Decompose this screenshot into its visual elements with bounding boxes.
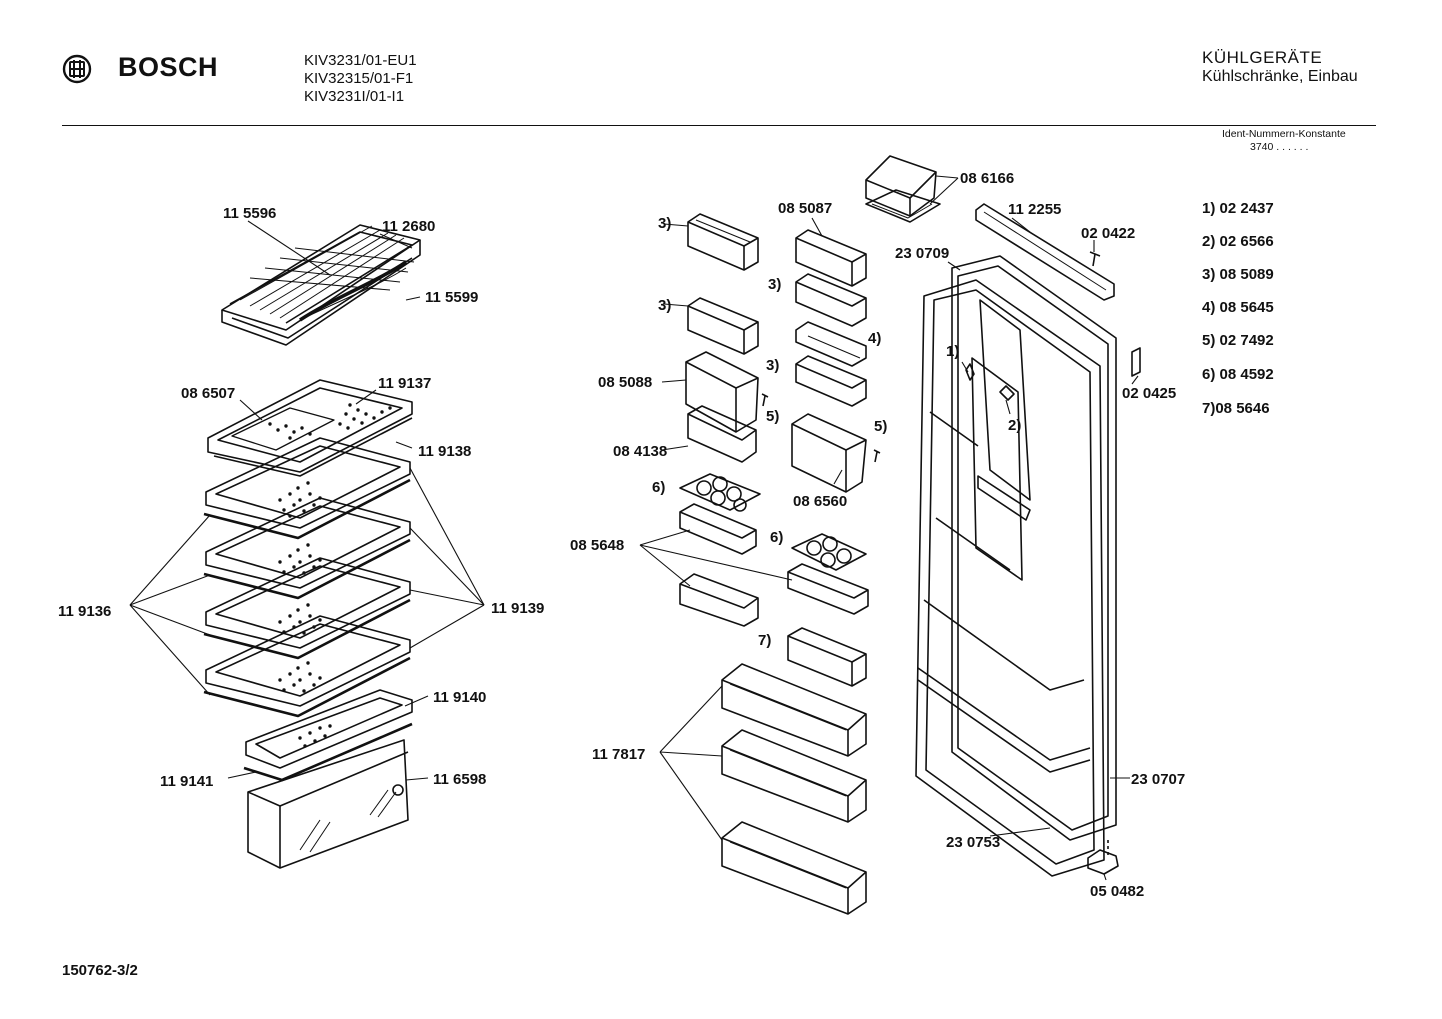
bosch-logo-icon bbox=[62, 54, 92, 84]
callout-6-b: 6) bbox=[770, 529, 784, 546]
callout-3-b: 3) bbox=[768, 276, 782, 293]
part-label-050482: 05 0482 bbox=[1090, 883, 1145, 900]
model-number-1: KIV3231/01-EU1 bbox=[304, 52, 417, 69]
legend-value: 08 4592 bbox=[1219, 366, 1274, 383]
legend-key: 7) bbox=[1202, 400, 1216, 417]
part-label-020425: 02 0425 bbox=[1122, 385, 1177, 402]
leader-lines-middle bbox=[639, 175, 959, 841]
part-label-115599: 11 5599 bbox=[425, 289, 479, 306]
legend-key: 5) bbox=[1202, 332, 1216, 349]
door-panel-illustration bbox=[915, 203, 1141, 877]
part-label-119140: 11 9140 bbox=[433, 689, 487, 706]
part-label-085088: 08 5088 bbox=[598, 374, 653, 391]
part-label-112680: 11 2680 bbox=[382, 218, 436, 235]
callout-3-c: 3) bbox=[658, 297, 672, 314]
legend-value: 08 5645 bbox=[1219, 299, 1274, 316]
legend-key: 4) bbox=[1202, 299, 1216, 316]
legend-row-4: 4) 08 5645 bbox=[1202, 299, 1274, 316]
model-number-2: KIV32315/01-F1 bbox=[304, 70, 414, 87]
callout-7: 7) bbox=[758, 632, 772, 649]
callout-6-a: 6) bbox=[652, 479, 666, 496]
wire-shelf-illustration bbox=[221, 224, 421, 346]
part-label-086507: 08 6507 bbox=[181, 385, 236, 402]
part-label-020422: 02 0422 bbox=[1081, 225, 1136, 242]
part-label-115596: 11 5596 bbox=[223, 205, 277, 222]
legend-row-3: 3) 08 5089 bbox=[1202, 266, 1274, 283]
category-subtitle: Kühlschränke, Einbau bbox=[1202, 68, 1358, 85]
legend-value: 08 5646 bbox=[1215, 400, 1270, 417]
callout-3-d: 3) bbox=[766, 357, 780, 374]
part-label-119137: 11 9137 bbox=[378, 375, 432, 392]
leader-lines-left bbox=[129, 220, 485, 781]
callout-2: 2) bbox=[1008, 417, 1022, 434]
part-label-086166: 08 6166 bbox=[960, 170, 1015, 187]
model-number-3: KIV3231I/01-I1 bbox=[304, 88, 405, 105]
legend-row-5: 5) 02 7492 bbox=[1202, 332, 1274, 349]
legend-row-6: 6) 08 4592 bbox=[1202, 366, 1274, 383]
ident-label: Ident-Nummern-Konstante bbox=[1222, 128, 1346, 140]
legend-row-1: 1) 02 2437 bbox=[1202, 200, 1274, 217]
part-label-119139: 11 9139 bbox=[491, 600, 545, 617]
callout-3-a: 3) bbox=[658, 215, 672, 232]
part-label-230753: 23 0753 bbox=[946, 834, 1001, 851]
part-label-119136: 11 9136 bbox=[58, 603, 112, 620]
callout-5-b: 5) bbox=[874, 418, 888, 435]
part-label-085648: 08 5648 bbox=[570, 537, 625, 554]
part-label-230709: 23 0709 bbox=[895, 245, 950, 262]
legend-value: 02 6566 bbox=[1219, 233, 1274, 250]
legend-value: 02 7492 bbox=[1219, 332, 1274, 349]
legend-row-7: 7)08 5646 bbox=[1202, 400, 1270, 417]
brand-name: BOSCH bbox=[118, 52, 219, 82]
glass-shelf-stack-illustration bbox=[203, 379, 413, 869]
dot-pattern-shelf bbox=[268, 403, 392, 748]
door-bins-illustration bbox=[679, 155, 941, 915]
callout-5-a: 5) bbox=[766, 408, 780, 425]
part-label-084138: 08 4138 bbox=[613, 443, 668, 460]
callout-4: 4) bbox=[868, 330, 882, 347]
part-label-086560: 08 6560 bbox=[793, 493, 848, 510]
part-label-117817: 11 7817 bbox=[592, 746, 646, 763]
legend-key: 1) bbox=[1202, 200, 1216, 217]
part-label-230707: 23 0707 bbox=[1131, 771, 1186, 788]
part-label-116598: 11 6598 bbox=[433, 771, 487, 788]
callout-1: 1) bbox=[946, 343, 960, 360]
category-title: KÜHLGERÄTE bbox=[1202, 48, 1323, 67]
part-label-119138: 11 9138 bbox=[418, 443, 472, 460]
part-label-119141: 11 9141 bbox=[160, 773, 214, 790]
drawing-number: 150762-3/2 bbox=[62, 962, 138, 979]
header-rule bbox=[62, 125, 1376, 126]
legend-key: 2) bbox=[1202, 233, 1216, 250]
legend-key: 6) bbox=[1202, 366, 1216, 383]
part-label-112255: 11 2255 bbox=[1008, 201, 1062, 218]
ident-value: 3740 . . . . . . bbox=[1250, 141, 1309, 153]
legend-row-2: 2) 02 6566 bbox=[1202, 233, 1274, 250]
leader-lines-right bbox=[947, 217, 1139, 881]
legend-value: 02 2437 bbox=[1219, 200, 1274, 217]
legend-key: 3) bbox=[1202, 266, 1216, 283]
part-label-085087: 08 5087 bbox=[778, 200, 833, 217]
legend-value: 08 5089 bbox=[1219, 266, 1274, 283]
